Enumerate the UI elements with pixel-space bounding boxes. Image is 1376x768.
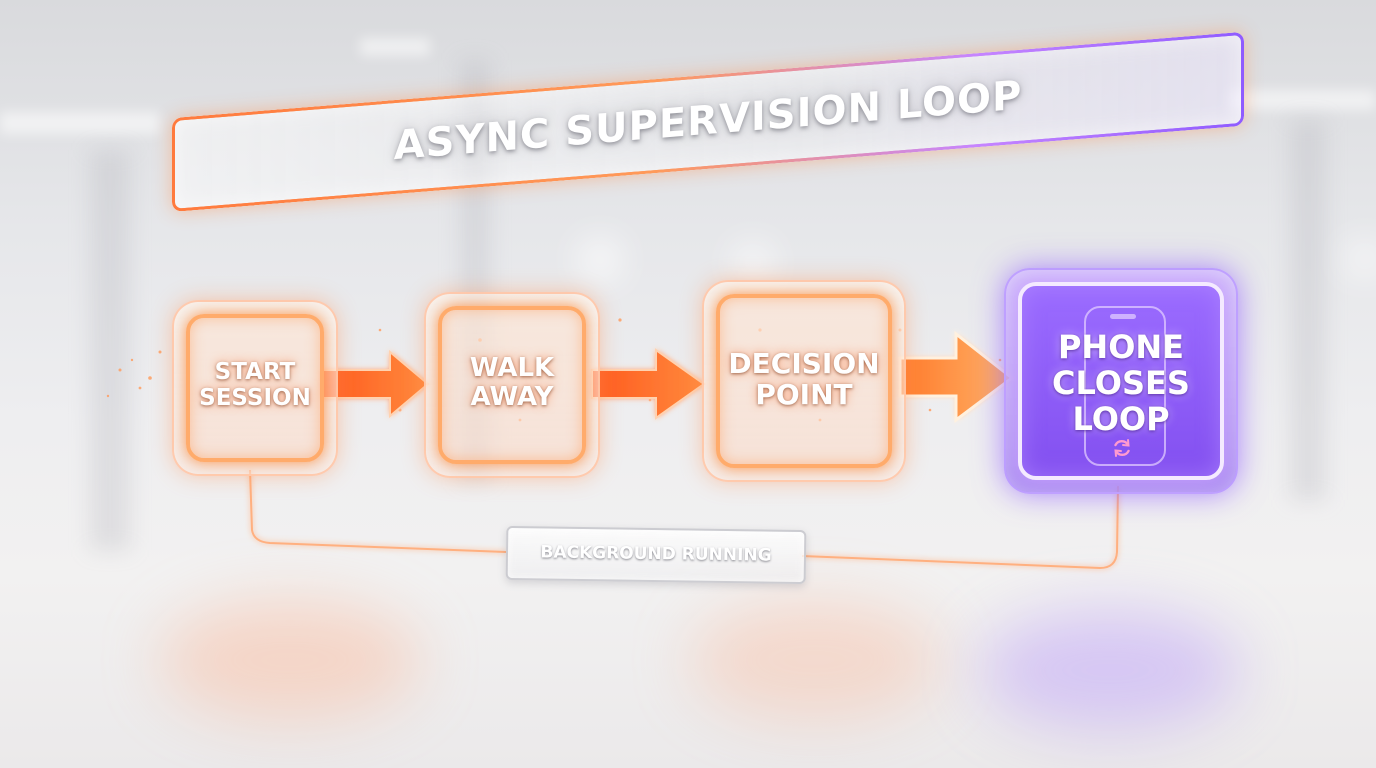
step-label-line: CLOSES	[1052, 363, 1190, 402]
step-label-line: AWAY	[470, 382, 554, 413]
step-frame	[716, 294, 892, 468]
step-label-line: PHONE	[1057, 328, 1185, 366]
step-label: DECISION POINT	[704, 348, 904, 411]
step-frame	[186, 314, 324, 462]
loop-line	[801, 485, 1119, 570]
step-phone-closes-loop: PHONE CLOSES LOOP	[1004, 268, 1238, 494]
flow-arrow	[898, 330, 1015, 423]
phone-refresh-icon	[1114, 439, 1130, 457]
step-label-line: DECISION	[728, 347, 880, 380]
ceiling-light	[0, 112, 160, 134]
loop-line	[249, 469, 507, 553]
background-running-badge: BACKGROUND RUNNING	[505, 525, 807, 585]
step-frame	[438, 306, 586, 464]
step-label: PHONE CLOSES LOOP	[1006, 328, 1236, 438]
step-label-line: POINT	[755, 378, 853, 412]
flow-arrow	[591, 348, 706, 420]
step-label-line: WALK	[469, 353, 555, 383]
background-column	[90, 150, 130, 550]
step-label-line: START	[214, 359, 296, 385]
step-label: WALK AWAY	[426, 353, 598, 413]
background-running-label: BACKGROUND RUNNING	[540, 542, 772, 566]
floor-reflection	[690, 600, 940, 720]
step-start-session: START SESSION	[172, 300, 338, 476]
background-column	[1290, 120, 1326, 500]
floor-reflection	[160, 600, 420, 720]
background-light	[735, 245, 771, 281]
background-light	[1348, 242, 1376, 276]
step-decision-point: DECISION POINT	[702, 280, 906, 482]
step-label-line: LOOP	[1072, 399, 1170, 438]
floor-reflection	[980, 610, 1240, 730]
ceiling-light	[1230, 90, 1376, 110]
step-walk-away: WALK AWAY	[424, 292, 600, 478]
step-label-line: SESSION	[199, 384, 311, 411]
background-light	[580, 240, 620, 280]
phone-icon	[1084, 306, 1166, 466]
ceiling-light	[360, 38, 430, 56]
phone-notch	[1110, 314, 1136, 319]
step-label: START SESSION	[174, 359, 336, 412]
